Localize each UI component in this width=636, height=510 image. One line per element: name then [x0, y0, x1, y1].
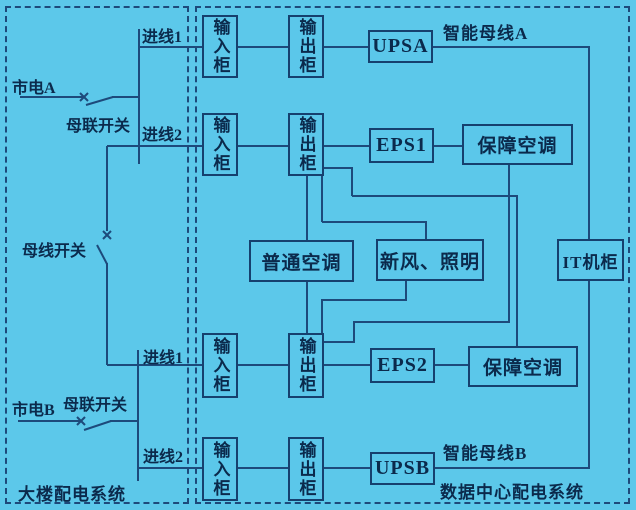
- switch-b-contact-icon: [76, 416, 86, 426]
- switch-a-contact-icon: [79, 92, 89, 102]
- guaranteed-ac-2-box: 保障空调: [468, 346, 578, 387]
- feeder-b2-label: 进线2: [143, 449, 184, 466]
- guaranteed-ac-1-box: 保障空调: [462, 124, 573, 165]
- feeder-a2-label: 进线2: [142, 127, 183, 144]
- input-cabinet-1: 输入柜: [202, 15, 238, 78]
- input-cabinet-4: 输入柜: [202, 437, 238, 501]
- output-cabinet-3: 输出柜: [288, 333, 324, 398]
- source-b-label: 市电B: [12, 402, 55, 419]
- output-cabinet-1: 输出柜: [288, 15, 324, 78]
- building-region-frame: [5, 6, 189, 504]
- datacenter-region-frame: [195, 6, 630, 504]
- building-region-label: 大楼配电系统: [18, 485, 126, 504]
- input-cabinet-2: 输入柜: [202, 113, 238, 176]
- switch-a-blade-icon: [85, 96, 114, 106]
- bus-switch-contact-icon: [102, 230, 112, 240]
- feeder-b1-label: 进线1: [143, 350, 184, 367]
- feeder-a1-label: 进线1: [142, 29, 183, 46]
- source-a-label: 市电A: [12, 80, 56, 97]
- tie-switch-a-label: 母联开关: [66, 118, 131, 135]
- upsb-box: UPSB: [370, 452, 435, 485]
- fresh-air-lighting-box: 新风、照明: [376, 239, 484, 281]
- upsa-box: UPSA: [368, 30, 433, 63]
- output-cabinet-4: 输出柜: [288, 437, 324, 501]
- switch-b-blade-icon: [83, 420, 112, 431]
- eps2-box: EPS2: [370, 348, 435, 383]
- bus-switch-label: 母线开关: [22, 243, 87, 260]
- eps1-box: EPS1: [369, 128, 434, 163]
- bus-switch-blade-icon: [96, 244, 108, 265]
- datacenter-region-label: 数据中心配电系统: [440, 483, 584, 502]
- input-cabinet-3: 输入柜: [202, 333, 238, 398]
- normal-ac-box: 普通空调: [249, 240, 354, 282]
- it-cabinet-box: IT机柜: [557, 239, 624, 281]
- tie-switch-b-label: 母联开关: [63, 397, 128, 414]
- smart-busway-b-label: 智能母线B: [443, 444, 528, 463]
- smart-busway-a-label: 智能母线A: [443, 24, 529, 43]
- output-cabinet-2: 输出柜: [288, 113, 324, 176]
